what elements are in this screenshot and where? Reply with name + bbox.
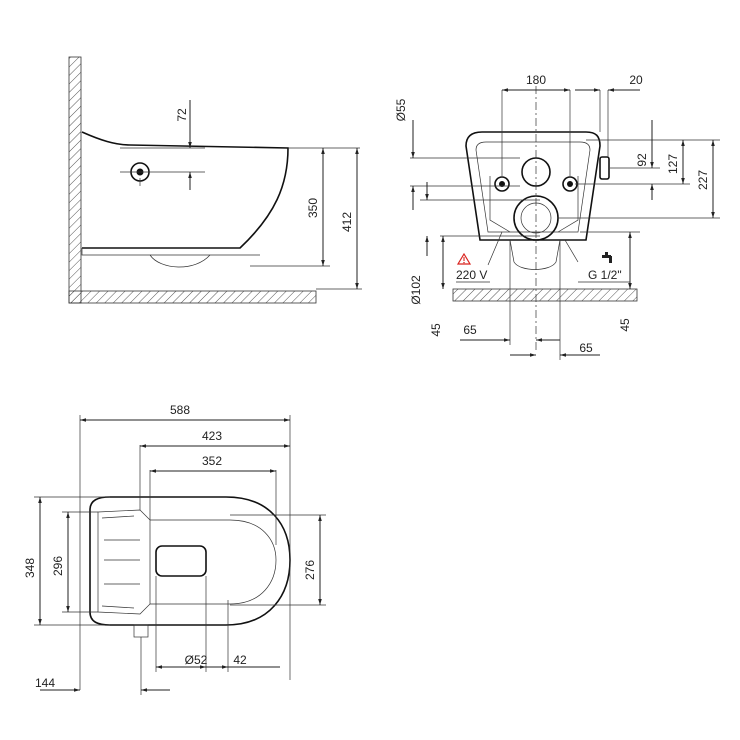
warning-icon [456, 252, 472, 265]
dim-227: 227 [696, 170, 710, 190]
dim-127: 127 [666, 154, 680, 174]
dim-20: 20 [629, 73, 643, 87]
dim-d52: Ø52 [185, 653, 208, 667]
front-view: 180 20 Ø55 92 127 227 Ø102 45 [394, 73, 720, 360]
bowl-top-outline [89, 496, 291, 626]
power-label: 220 V [456, 268, 487, 282]
dim-296: 296 [51, 556, 65, 576]
drain-top [155, 545, 207, 577]
top-view: 588 423 352 348 296 276 Ø52 42 [23, 403, 326, 695]
bolt-left [494, 176, 510, 192]
dim-350: 350 [306, 198, 320, 218]
dim-423: 423 [202, 429, 222, 443]
dim-180: 180 [526, 73, 546, 87]
dim-72: 72 [175, 108, 189, 122]
dim-d55: Ø55 [394, 98, 408, 121]
front-body [465, 131, 601, 241]
floor-hatch-front [452, 288, 638, 302]
dim-352: 352 [202, 454, 222, 468]
dim-92: 92 [635, 153, 649, 167]
dim-45-right: 45 [618, 318, 632, 332]
dim-65-bottom: 65 [579, 341, 593, 355]
dim-65-left: 65 [463, 323, 477, 337]
dim-412: 412 [340, 212, 354, 232]
water-label: G 1/2" [588, 268, 622, 282]
tap-icon [602, 252, 612, 263]
dim-348: 348 [23, 558, 37, 578]
dim-45-left: 45 [429, 323, 443, 337]
dim-588: 588 [170, 403, 190, 417]
dim-42: 42 [233, 653, 247, 667]
floor-hatch [68, 290, 317, 304]
dim-276: 276 [303, 560, 317, 580]
dim-d102: Ø102 [409, 275, 423, 305]
bowl-side-profile [81, 131, 289, 249]
connector-stub [133, 624, 149, 638]
dim-144: 144 [35, 676, 55, 690]
wall-hatch [68, 56, 82, 304]
side-view: 72 350 412 [68, 56, 362, 304]
